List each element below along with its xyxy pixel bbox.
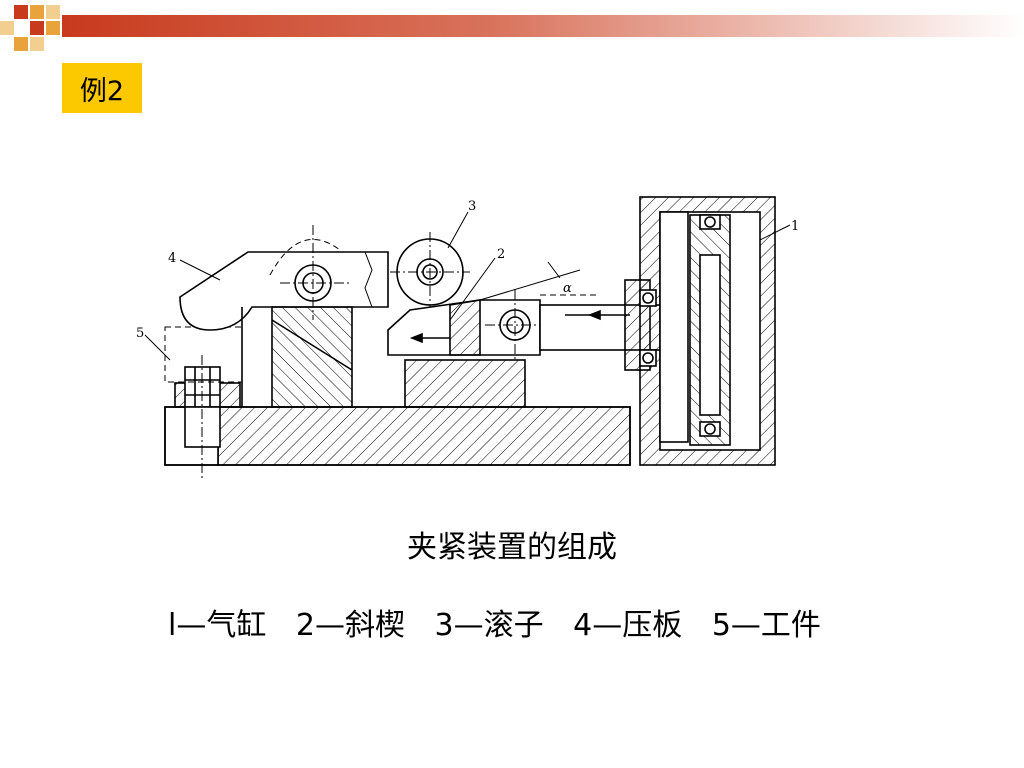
- figure-caption: 夹紧装置的组成: [407, 530, 617, 565]
- workpiece: [164, 326, 243, 478]
- legend-item-4: 4—压板: [573, 608, 683, 643]
- clamping-device-drawing: 1 2 3 4 5 α: [136, 196, 799, 478]
- support-block: [241, 306, 353, 408]
- legend-item-2: 2—斜楔: [295, 608, 405, 643]
- part-label-3: 3: [468, 199, 476, 214]
- cylinder: [624, 196, 776, 466]
- part-label-5: 5: [136, 326, 144, 341]
- mosaic-squares: [0, 5, 60, 51]
- example-badge: 例2: [62, 63, 142, 113]
- parts-legend: l—气缸 2—斜楔 3—滚子 4—压板 5—工件: [168, 600, 968, 644]
- legend-item-5: 5—工件: [711, 608, 821, 643]
- pressure-plate: [179, 225, 389, 331]
- part-label-1: 1: [791, 219, 799, 234]
- roller: [390, 232, 470, 312]
- base-plate: [164, 406, 631, 466]
- header-decoration: [0, 5, 1024, 51]
- legend-item-3: 3—滚子: [434, 608, 544, 643]
- legend-item-1: l—气缸: [168, 608, 267, 643]
- leader-lines: [144, 211, 791, 361]
- part-label-4: 4: [168, 251, 176, 266]
- part-label-2: 2: [497, 247, 505, 262]
- wedge: [387, 290, 545, 408]
- angle-label: α: [563, 281, 572, 296]
